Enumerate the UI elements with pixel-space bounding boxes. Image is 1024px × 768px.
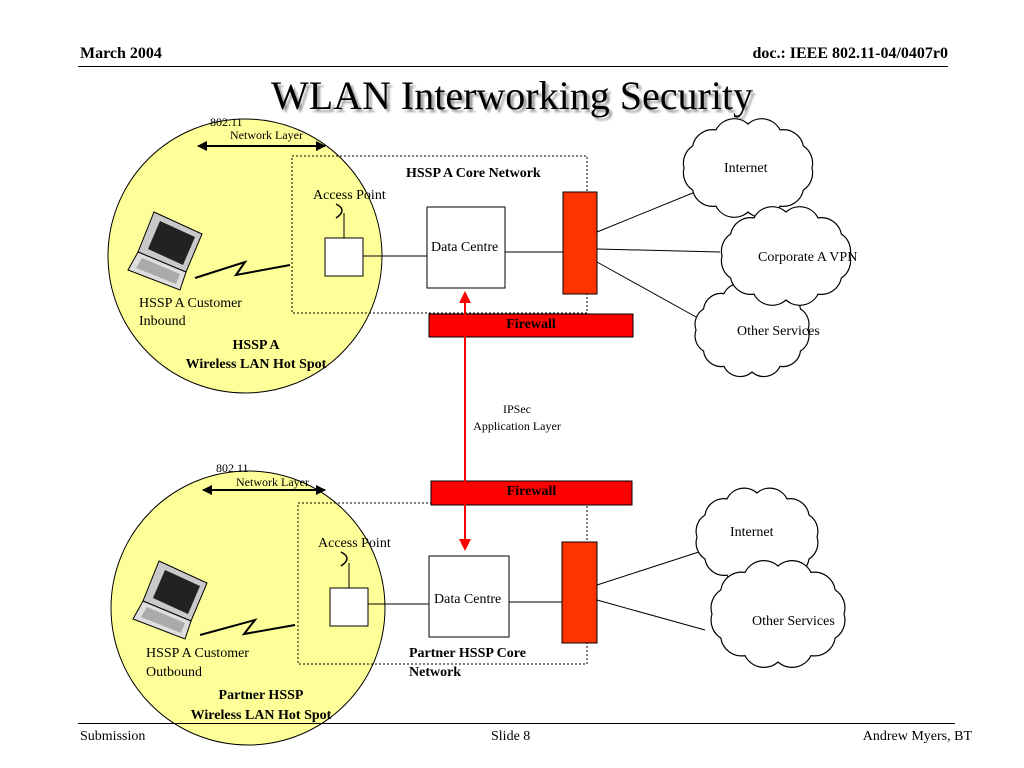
top-cloud-vpn-label: Corporate A VPN <box>758 250 858 265</box>
bottom-layer-network: Network Layer <box>236 475 309 489</box>
hotspot-partner-circle <box>110 470 386 746</box>
laptop-inbound-icon <box>127 211 203 291</box>
bottom-core-line2: Network <box>409 665 462 680</box>
ipsec-label: IPSec <box>503 402 531 416</box>
access-point-a-box <box>324 237 364 277</box>
bottom-layer-80211: 802.11 <box>216 461 249 475</box>
top-data-centre-label: Data Centre <box>431 240 499 255</box>
top-firewall-label: Firewall <box>506 317 556 332</box>
bottom-cloud-other-label: Other Services <box>752 614 835 629</box>
data-centre-partner-box <box>428 555 510 638</box>
top-access-point-label: Access Point <box>313 188 386 203</box>
top-cloud-internet-label: Internet <box>724 161 768 176</box>
header-doc-id: doc.: IEEE 802.11-04/0407r0 <box>752 45 948 62</box>
header-date: March 2004 <box>80 45 162 62</box>
antenna-a-icon <box>335 203 343 219</box>
link-fw-internet-partner <box>596 549 706 586</box>
top-hotspot-line1: HSSP A <box>232 338 280 353</box>
link-fw-other-partner <box>596 599 706 631</box>
laptop-outbound-icon <box>132 560 208 640</box>
link-fw-vpn-a <box>596 248 721 253</box>
cloud-other-partner-icon <box>710 560 846 668</box>
bottom-customer-line2: Outbound <box>146 665 202 680</box>
link-fw-other-a <box>596 261 706 323</box>
wireless-signal-a-icon <box>194 260 291 279</box>
firewall-tower-a <box>562 191 598 295</box>
footer-submission: Submission <box>80 729 146 744</box>
top-hotspot-line2: Wireless LAN Hot Spot <box>185 357 327 372</box>
footer-author: Andrew Myers, BT <box>862 729 972 744</box>
antenna-partner-icon <box>340 551 348 567</box>
top-layer-80211: 802.11 <box>210 115 243 129</box>
access-point-partner-box <box>329 587 369 627</box>
bottom-hotspot-line2: Wireless LAN Hot Spot <box>190 708 332 723</box>
data-centre-a-box <box>426 206 506 289</box>
bottom-cloud-internet-label: Internet <box>730 525 774 540</box>
firewall-tower-partner <box>561 541 598 644</box>
cloud-vpn-a-icon <box>720 206 852 306</box>
bottom-data-centre-label: Data Centre <box>434 592 502 607</box>
top-core-network-label: HSSP A Core Network <box>406 166 541 181</box>
top-customer-line2: Inbound <box>139 314 186 329</box>
top-cloud-other-label: Other Services <box>737 324 820 339</box>
bottom-hotspot-line1: Partner HSSP <box>218 688 304 703</box>
top-layer-network: Network Layer <box>230 128 303 142</box>
footer-rule <box>78 723 955 724</box>
link-fw-internet-a <box>596 187 706 233</box>
application-layer-label: Application Layer <box>473 419 561 433</box>
bottom-customer-line1: HSSP A Customer <box>146 646 249 661</box>
header-rule <box>78 66 948 67</box>
slide-title: WLAN Interworking Security <box>270 73 754 118</box>
firewall-bar-a <box>428 313 634 338</box>
bottom-access-point-label: Access Point <box>318 536 391 551</box>
wireless-signal-partner-icon <box>199 618 296 636</box>
bottom-core-line1: Partner HSSP Core <box>409 646 526 661</box>
cloud-internet-a-icon <box>682 118 814 218</box>
footer-slide-number: Slide 8 <box>491 729 531 744</box>
top-customer-line1: HSSP A Customer <box>139 296 242 311</box>
bottom-firewall-label: Firewall <box>506 484 557 499</box>
